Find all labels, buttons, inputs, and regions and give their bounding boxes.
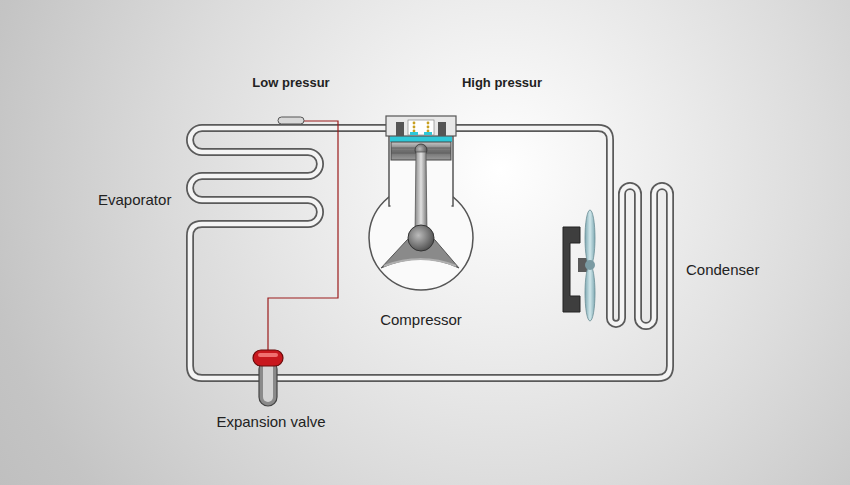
compressor (369, 116, 473, 290)
thermal-bulb-line (268, 117, 338, 352)
part-name: Expansion valve (216, 413, 325, 431)
part-name: Compressor (380, 311, 462, 329)
expansion-valve (253, 350, 283, 406)
pressure-label: Low pressur (252, 75, 329, 91)
refrigerant-pipe (190, 128, 670, 378)
part-name: Evaporator (98, 191, 171, 209)
condenser-fan (563, 210, 595, 321)
pressure-label: High pressur (462, 75, 542, 91)
part-name: Condenser (686, 261, 759, 279)
